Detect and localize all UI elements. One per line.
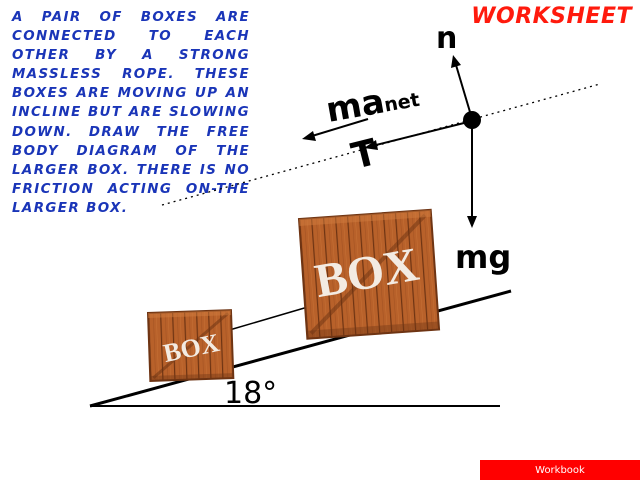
gravity-force-arrow — [467, 128, 477, 228]
worksheet-title: WORKSHEET — [471, 4, 632, 29]
problem-statement: A pair of boxes are connected to each ot… — [12, 10, 250, 216]
gravity-force-label: mg — [455, 238, 511, 276]
net-force-label-sub: net — [383, 89, 422, 117]
incline-line — [89, 289, 512, 408]
dotted-axis-line — [161, 83, 601, 206]
tension-force-label: T — [348, 132, 382, 178]
angle-label: 18° — [224, 376, 277, 411]
rope — [225, 303, 319, 332]
body-point — [463, 111, 481, 129]
workbook-button[interactable]: Workbook — [480, 460, 640, 480]
net-force-arrow — [302, 118, 369, 141]
tension-force-arrow — [364, 122, 465, 150]
normal-force-arrow — [451, 55, 471, 113]
large-box: BOX — [297, 208, 441, 340]
net-force-label-main: ma — [323, 81, 387, 131]
small-box: BOX — [146, 309, 235, 382]
normal-force-label: n — [436, 21, 457, 56]
